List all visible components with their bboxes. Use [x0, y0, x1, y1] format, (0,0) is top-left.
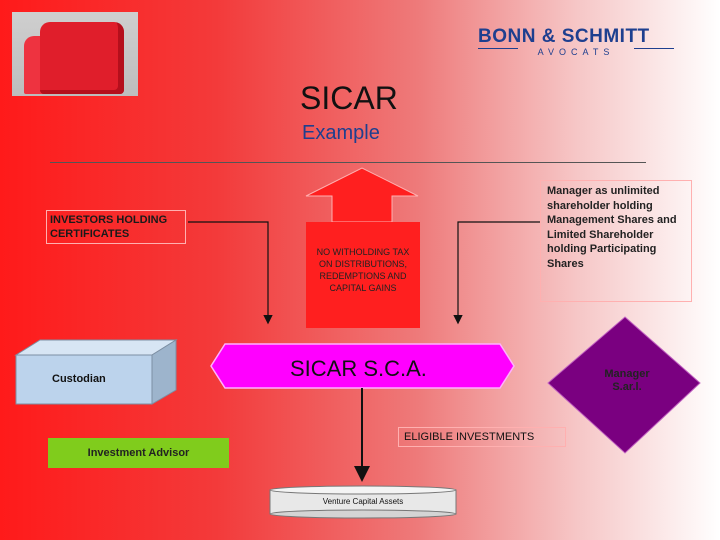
logo-rule-right: [634, 48, 674, 49]
title-divider: [50, 162, 646, 163]
custodian-label: Custodian: [52, 373, 106, 385]
venture-capital-label: Venture Capital Assets: [322, 497, 404, 506]
slide-subtitle: Example: [302, 122, 380, 144]
investors-connector: [188, 221, 273, 325]
slide-title: SICAR: [300, 80, 398, 116]
custodian-box-shape: [14, 339, 178, 405]
venture-capital-cylinder: [269, 485, 457, 519]
eligible-investments-box: ELIGIBLE INVESTMENTS: [398, 427, 566, 447]
armchair-photo: [12, 12, 138, 96]
tax-relief-up-arrow: [305, 167, 419, 223]
logo-name: BONN & SCHMITT: [478, 26, 650, 47]
investors-box: INVESTORS HOLDING CERTIFICATES: [46, 210, 186, 244]
logo-tagline: AVOCATS: [537, 47, 615, 57]
manager-role-box: Manager as unlimited shareholder holding…: [540, 180, 692, 302]
investment-advisor-box: Investment Advisor: [48, 438, 229, 468]
manager-diamond-shape: [547, 316, 701, 454]
logo-rule-left: [478, 48, 518, 49]
sicar-box-label: SICAR S.C.A.: [290, 356, 427, 381]
sicar-box-shape: [210, 343, 515, 389]
manager-entity-label: Manager S.ar.l.: [604, 368, 650, 393]
no-withholding-tax-box: NO WITHOLDING TAX ON DISTRIBUTIONS, REDE…: [306, 222, 420, 328]
manager-connector: [453, 221, 540, 325]
